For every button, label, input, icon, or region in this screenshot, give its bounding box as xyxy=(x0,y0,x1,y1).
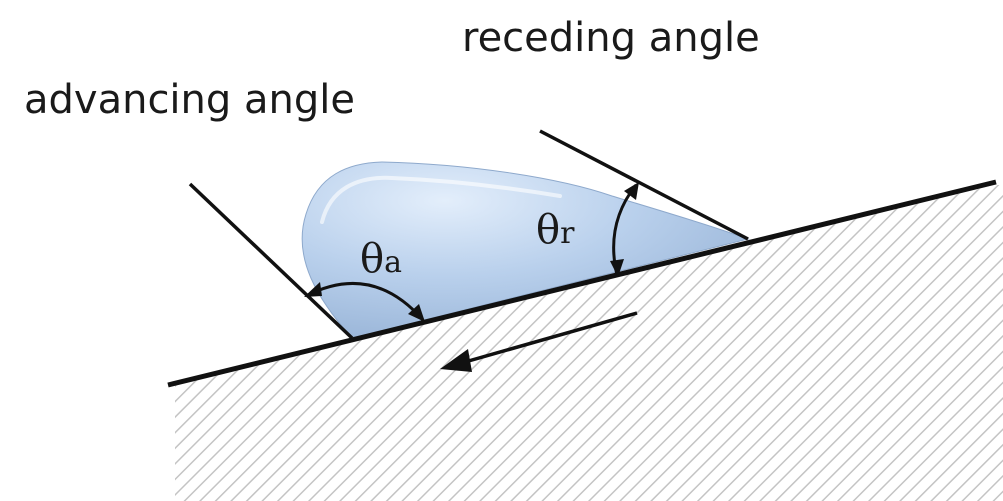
receding-angle-label: receding angle xyxy=(462,15,760,61)
receding-arc-arrowhead-bottom xyxy=(610,259,624,277)
incline-surface-line xyxy=(167,179,997,388)
droplet-highlight xyxy=(320,175,562,224)
liquid-droplet xyxy=(301,161,750,339)
advancing-tangent-line xyxy=(188,182,354,340)
receding-tangent-line xyxy=(539,129,749,241)
arrow-left-icon xyxy=(440,311,638,372)
theta-a-symbol: θa xyxy=(360,236,402,282)
receding-arc-arrowhead-top xyxy=(624,182,639,200)
theta-r-symbol: θr xyxy=(536,207,575,253)
hatched-substrate xyxy=(175,185,1003,501)
advancing-arc-arrowhead-right xyxy=(408,304,425,322)
advancing-arc-arrowhead-left xyxy=(304,282,322,297)
advancing-angle-label: advancing angle xyxy=(24,77,355,123)
